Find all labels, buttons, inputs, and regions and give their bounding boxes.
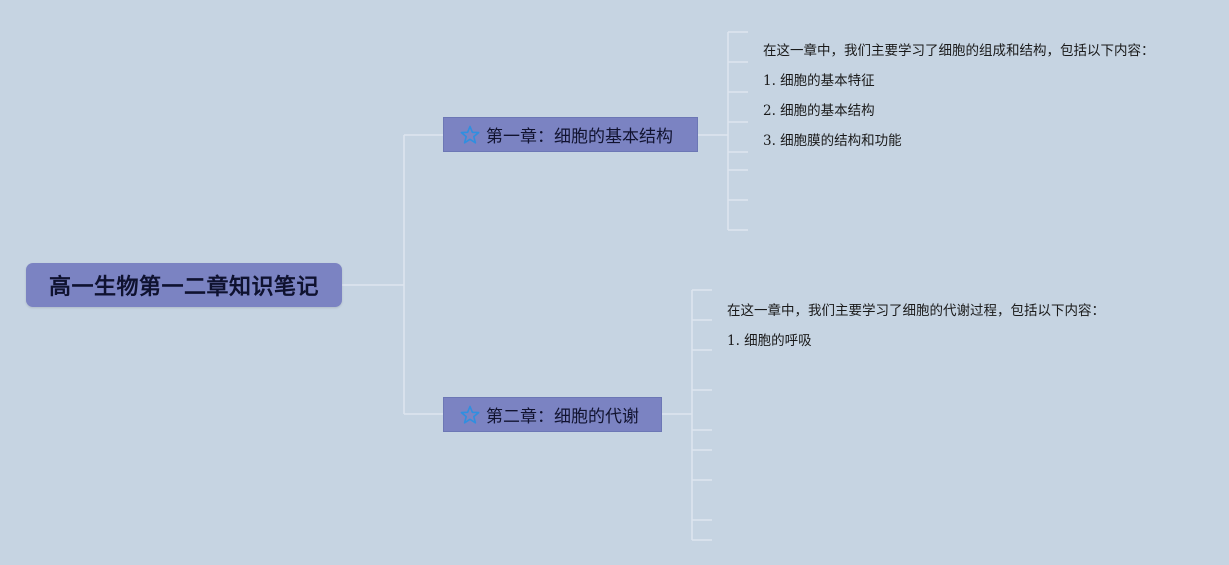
chapter-2-note-intro[interactable]: 在这一章中，我们主要学习了细胞的代谢过程，包括以下内容： <box>727 303 1105 319</box>
topic-chapter-1[interactable]: 第一章：细胞的基本结构 <box>443 117 698 152</box>
chapter-1-note-item[interactable]: 3. 细胞膜的结构和功能 <box>763 133 902 149</box>
chapter-2-label: 第二章：细胞的代谢 <box>486 407 639 427</box>
root-topic[interactable]: 高一生物第一二章知识笔记 <box>26 263 342 307</box>
chapter-1-note-item[interactable]: 1. 细胞的基本特征 <box>763 73 875 89</box>
topic-chapter-2[interactable]: 第二章：细胞的代谢 <box>443 397 662 432</box>
chapter-1-note-item[interactable]: 2. 细胞的基本结构 <box>763 103 875 119</box>
chapter-2-note-item[interactable]: 1. 细胞的呼吸 <box>727 333 812 349</box>
chapter-1-note-intro[interactable]: 在这一章中，我们主要学习了细胞的组成和结构，包括以下内容： <box>763 43 1155 59</box>
star-icon <box>460 125 480 145</box>
chapter-1-label: 第一章：细胞的基本结构 <box>486 127 673 147</box>
star-icon <box>460 405 480 425</box>
root-topic-label: 高一生物第一二章知识笔记 <box>48 275 319 300</box>
